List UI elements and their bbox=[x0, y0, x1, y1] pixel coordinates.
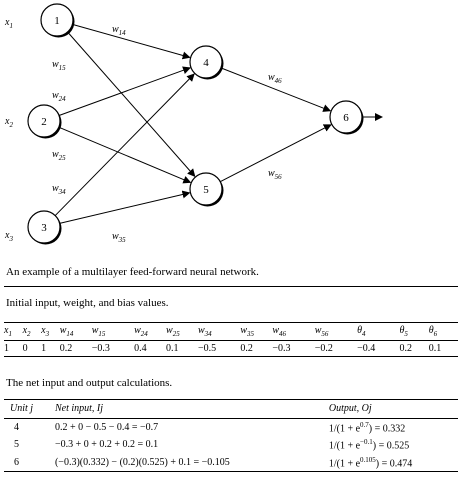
node-label-2: 2 bbox=[41, 116, 47, 128]
initial-value-w34: −0.5 bbox=[197, 343, 217, 354]
net-header-0: Unit j bbox=[4, 399, 49, 419]
divider bbox=[4, 286, 458, 287]
node-1 bbox=[40, 3, 74, 37]
initial-value-w14: 0.2 bbox=[59, 343, 73, 354]
net-row: 6 (−0.3)(0.332) − (0.2)(0.525) + 0.1 = −0… bbox=[4, 454, 458, 472]
net-output: 1/(1 + e0.105) = 0.474 bbox=[328, 455, 413, 469]
initial-header-x3: x3 bbox=[41, 325, 50, 338]
initial-value-w56: −0.2 bbox=[314, 343, 333, 354]
initial-header-w25: w25 bbox=[166, 325, 180, 338]
net-header-2: Output, Oj bbox=[328, 399, 458, 419]
node-3 bbox=[27, 210, 61, 244]
initial-header-w56: w56 bbox=[314, 325, 329, 338]
edge-label-w35: w35 bbox=[112, 231, 126, 244]
initial-value-x3: 1 bbox=[41, 343, 47, 354]
node-2 bbox=[27, 104, 61, 138]
net-row: 5 −0.3 + 0 + 0.2 + 0.2 = 0.1 1/(1 + e−0.1)… bbox=[4, 436, 458, 453]
net-input: (−0.3)(0.332) − (0.2)(0.525) + 0.1 = −0.… bbox=[54, 456, 230, 468]
node-label-3: 3 bbox=[41, 222, 47, 234]
edge-5-6 bbox=[219, 124, 332, 183]
edge-label-w15: w15 bbox=[52, 59, 66, 72]
initial-value-w25: 0.1 bbox=[166, 343, 179, 354]
initial-value-w24: 0.4 bbox=[134, 343, 147, 354]
input-label-x2: x2 bbox=[4, 116, 13, 129]
initial-header-w46: w46 bbox=[272, 325, 286, 338]
initial-value-x2: 0 bbox=[22, 343, 28, 354]
initial-header-θ4: θ4 bbox=[357, 325, 366, 338]
net-row: 4 0.2 + 0 − 0.5 − 0.4 = −0.7 1/(1 + e0.7) … bbox=[4, 419, 458, 437]
edge-label-w56: w56 bbox=[268, 168, 282, 181]
net-unit: 6 bbox=[14, 456, 19, 468]
net-output: 1/(1 + e−0.1) = 0.525 bbox=[328, 438, 410, 452]
net-unit: 5 bbox=[14, 439, 19, 451]
net-input: 0.2 + 0 − 0.5 − 0.4 = −0.7 bbox=[54, 422, 159, 434]
edge-3-4 bbox=[54, 73, 195, 216]
initial-header-θ5: θ5 bbox=[399, 325, 408, 338]
edge-label-w25: w25 bbox=[52, 149, 66, 162]
net-header-1: Net input, Ij bbox=[48, 399, 329, 419]
initial-value-θ5: 0.2 bbox=[399, 343, 413, 354]
net-output: 1/(1 + e0.7) = 0.332 bbox=[328, 421, 406, 435]
node-label-5: 5 bbox=[203, 184, 209, 196]
initial-value-w35: 0.2 bbox=[240, 343, 253, 354]
node-4 bbox=[189, 45, 223, 79]
initial-header-x2: x2 bbox=[22, 325, 31, 338]
initial-value-θ4: −0.4 bbox=[357, 343, 376, 354]
edge-2-4 bbox=[58, 66, 191, 116]
node-label-4: 4 bbox=[203, 57, 209, 69]
initial-header-w24: w24 bbox=[134, 325, 148, 338]
input-label-x1: x1 bbox=[4, 17, 13, 30]
initial-value-x1: 1 bbox=[4, 343, 9, 354]
node-6 bbox=[329, 100, 363, 134]
edge-1-4 bbox=[72, 23, 191, 60]
edge-1-5 bbox=[67, 31, 196, 177]
input-label-x3: x3 bbox=[4, 230, 13, 243]
initial-value-w15: −0.3 bbox=[91, 343, 110, 354]
initial-values-title: Initial input, weight, and bias values. bbox=[6, 297, 169, 309]
node-label-6: 6 bbox=[343, 112, 349, 124]
net-unit: 4 bbox=[14, 422, 19, 434]
initial-header-w14: w14 bbox=[59, 325, 74, 338]
net-calc-title: The net input and output calculations. bbox=[6, 377, 173, 389]
initial-header-w35: w35 bbox=[240, 325, 255, 338]
figure-caption: An example of a multilayer feed-forward … bbox=[6, 266, 259, 278]
net-input: −0.3 + 0 + 0.2 + 0.2 = 0.1 bbox=[54, 439, 159, 451]
network-diagram: 1 2 3 4 5 6 w14 w15 w24 w25 w34 w35 w46 w56 x1 x2 x3 bbox=[4, 3, 383, 245]
edge-4-6 bbox=[220, 67, 332, 112]
edge-3-5 bbox=[59, 190, 191, 224]
node-label-1: 1 bbox=[54, 15, 60, 27]
edge-2-5 bbox=[58, 126, 192, 184]
edge-label-w34: w34 bbox=[52, 183, 66, 196]
initial-header-w34: w34 bbox=[197, 325, 212, 338]
initial-value-w46: −0.3 bbox=[272, 343, 291, 354]
initial-value-θ6: 0.1 bbox=[428, 343, 442, 354]
initial-header-w15: w15 bbox=[91, 325, 106, 338]
initial-values-row: 1 0 1 0.2 −0.3 0.4 0.1 −0.5 0.2 −0.3 −0.2 −0.4 0.2 0.… bbox=[4, 341, 458, 357]
edge-label-w24: w24 bbox=[52, 90, 66, 103]
initial-header-x1: x1 bbox=[4, 325, 12, 338]
initial-header-row: x1 x2 x3 w14 w15 w24 w25 w34 w35 w46 w56 θ4 θ5 θ6 bbox=[4, 322, 458, 341]
edge-label-w46: w46 bbox=[268, 72, 282, 85]
initial-header-θ6: θ6 bbox=[428, 325, 438, 338]
node-5 bbox=[189, 172, 223, 206]
edge-label-w14: w14 bbox=[112, 24, 126, 37]
